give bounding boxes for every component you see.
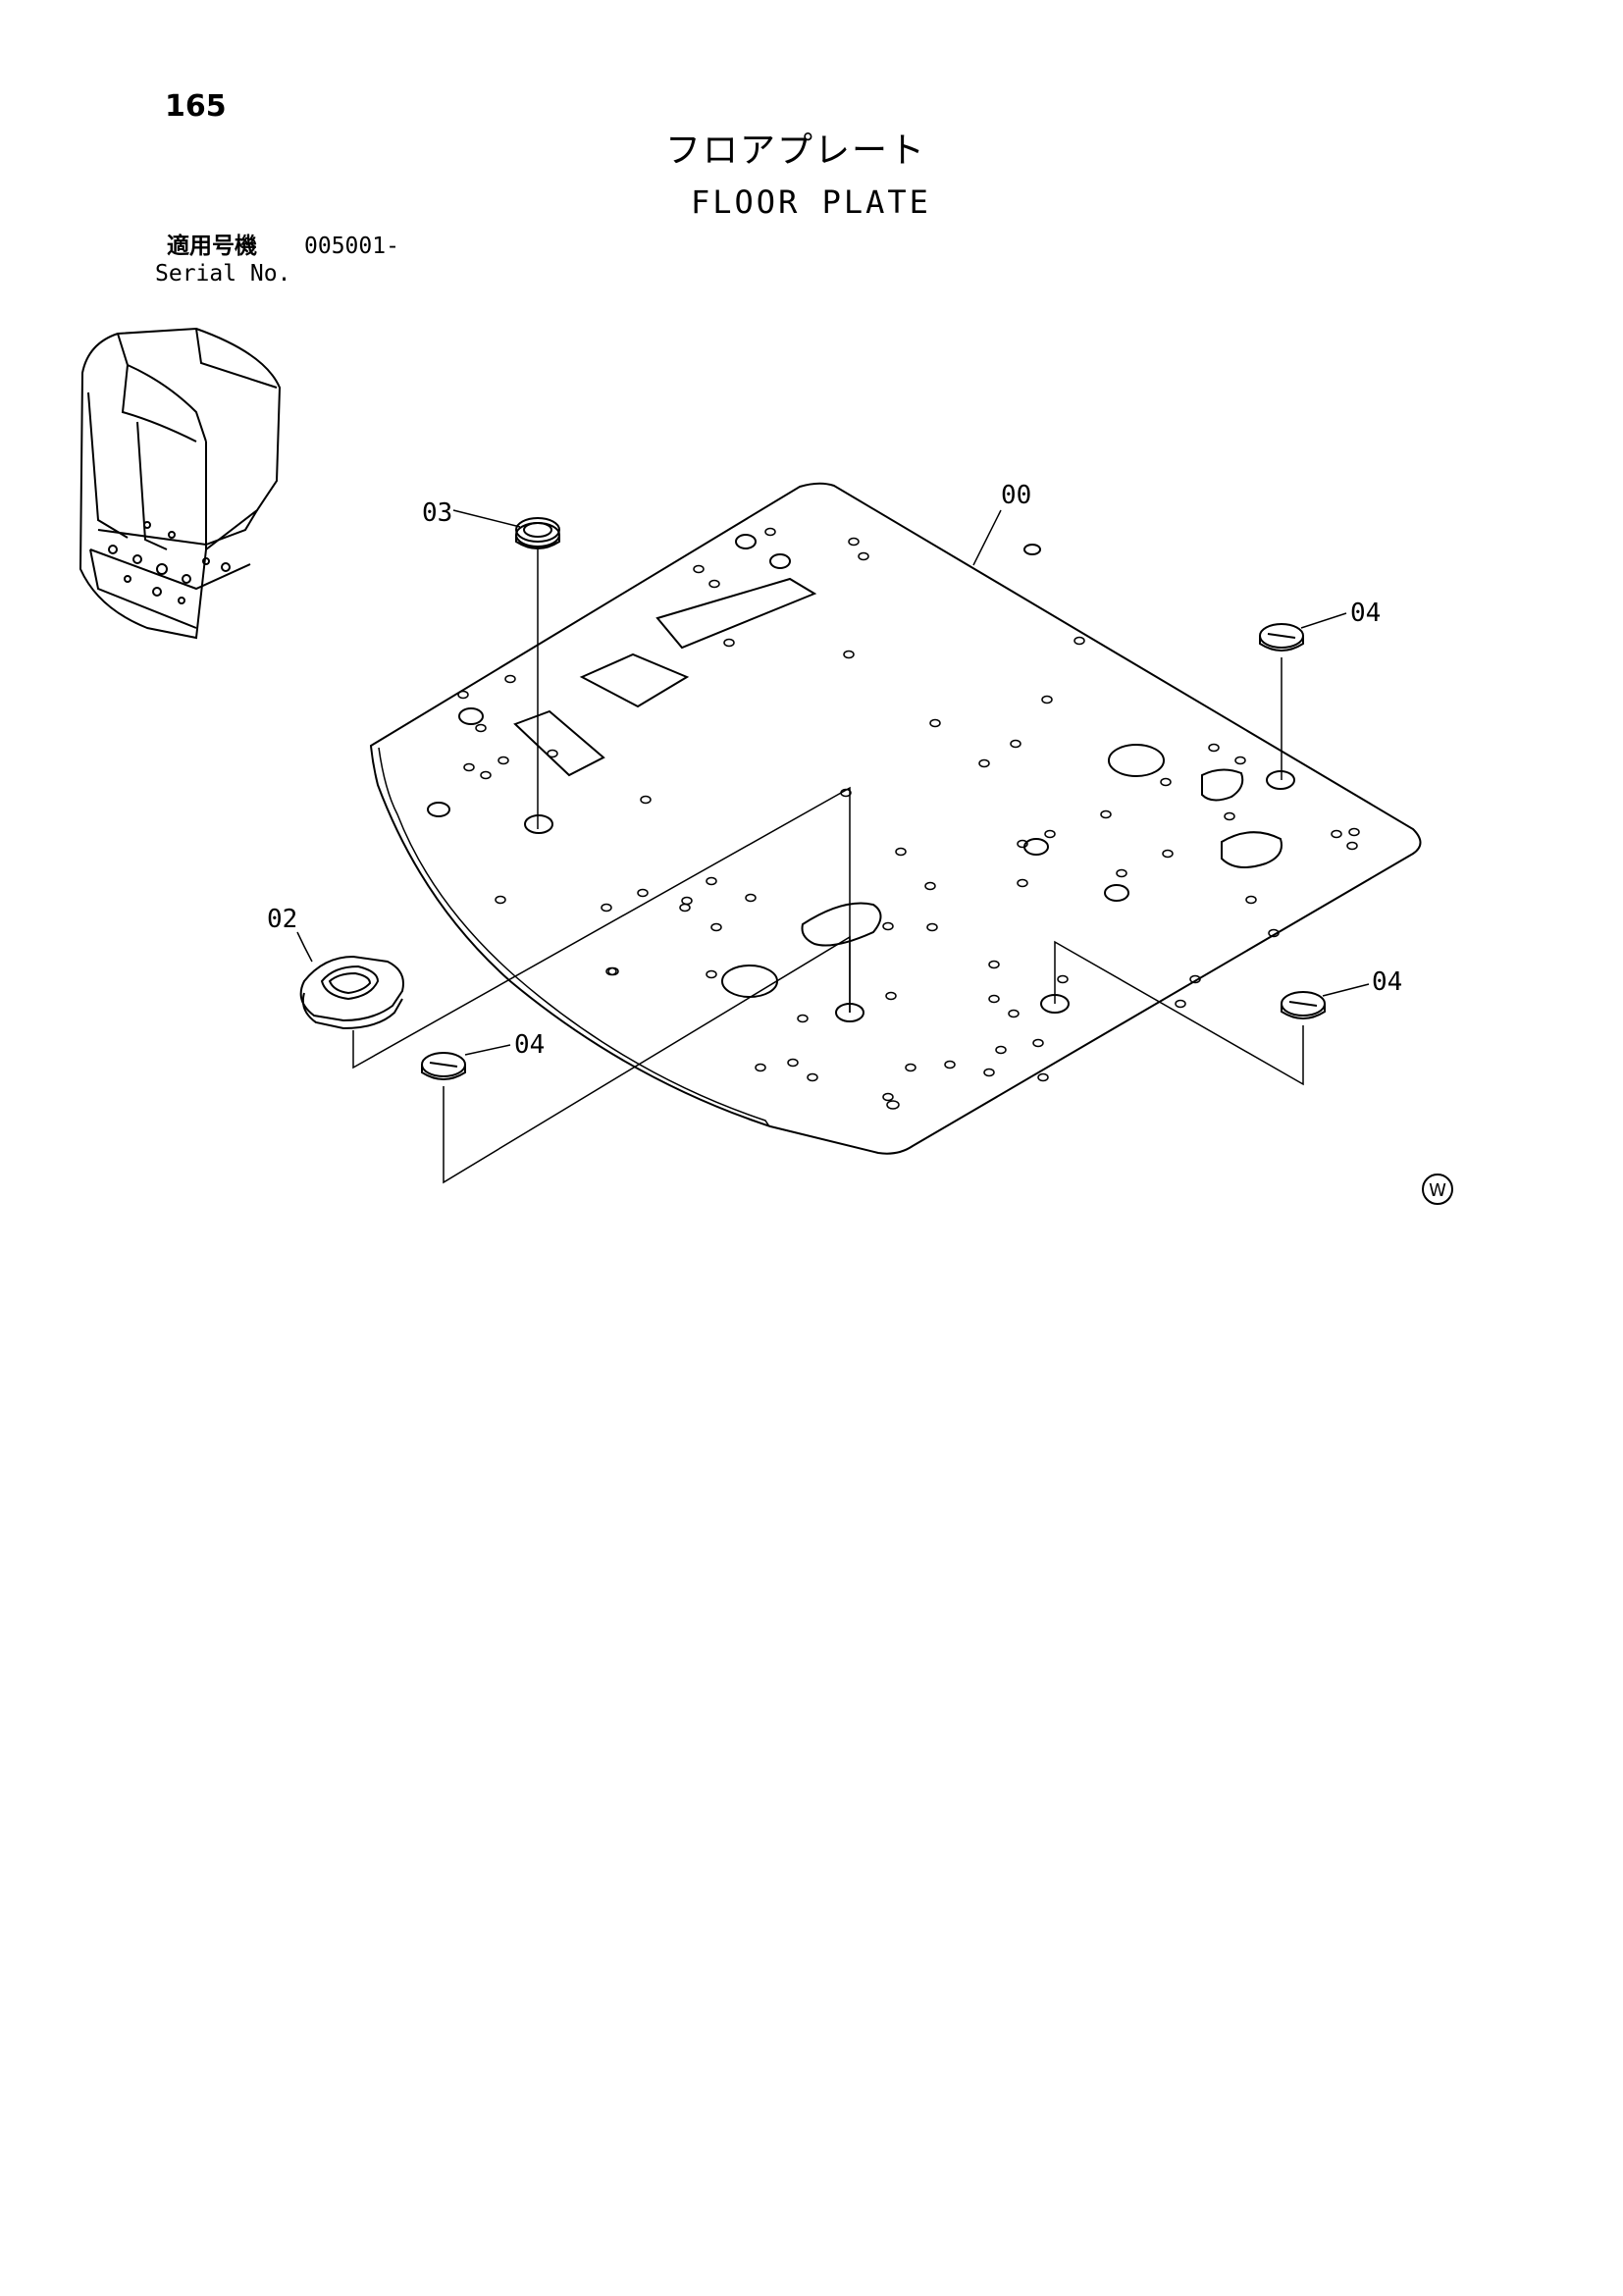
part-04-lower-left-plug (421, 935, 851, 1184)
part-02-grommet (296, 786, 851, 1070)
page-title-jp: フロアプレート (665, 130, 927, 171)
serial-label-jp: 適用号機 (167, 234, 257, 259)
callout-03: 03 (422, 498, 453, 528)
part-04-right-plug (1259, 612, 1347, 780)
w-mark: W (1429, 1180, 1446, 1201)
part-04-lower-right-plug (1054, 940, 1370, 1086)
serial-value: 005001- (304, 234, 399, 259)
callout-04-right: 04 (1350, 599, 1382, 628)
w-mark-circle (1422, 1174, 1453, 1205)
part-00-leader (972, 509, 1002, 566)
plate-small-holes (457, 527, 1360, 1110)
page-title-en: FLOOR PLATE (691, 183, 931, 221)
callout-04-lower-right: 04 (1372, 967, 1403, 997)
callout-00: 00 (1001, 481, 1032, 510)
part-03-plug (452, 509, 560, 829)
serial-label-en: Serial No. (155, 261, 291, 287)
page-number: 165 (165, 89, 227, 124)
callout-04-lower-left: 04 (514, 1030, 546, 1060)
callout-02: 02 (267, 905, 298, 934)
cab-thumbnail (79, 327, 282, 640)
